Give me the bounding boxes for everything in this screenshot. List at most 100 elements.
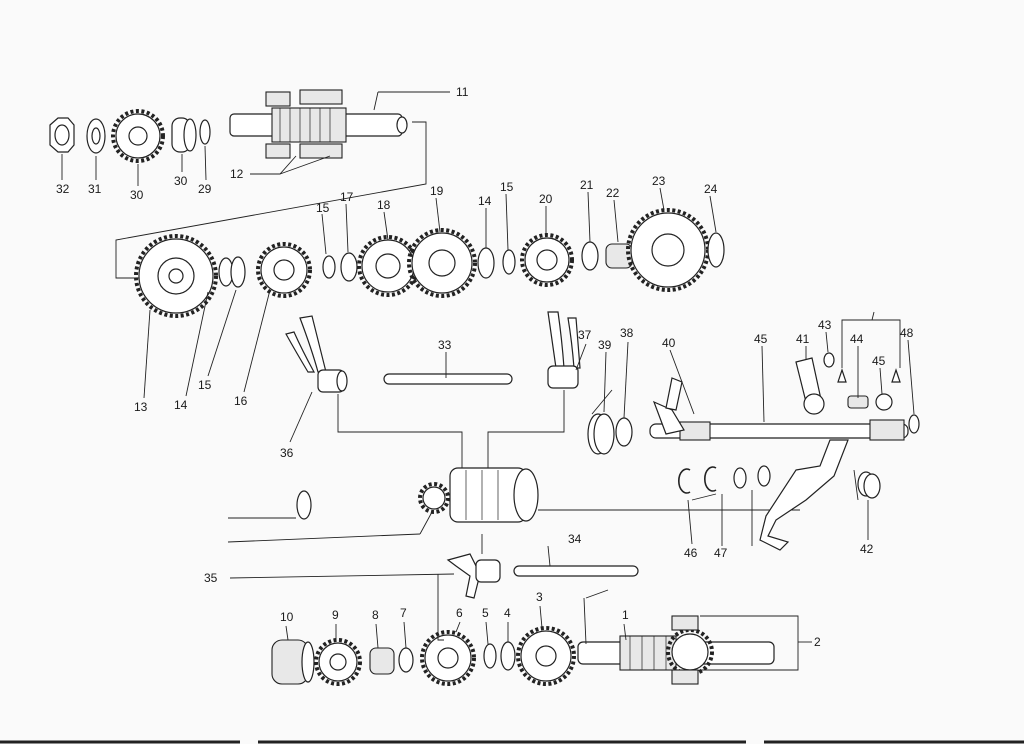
callout-29: 32 [56, 182, 70, 196]
gear-9 [314, 638, 362, 686]
callout-9: 9 [332, 608, 339, 622]
roller-41 [875, 393, 893, 411]
ring-39 [823, 352, 835, 368]
gear-10 [271, 639, 315, 685]
shift-fork-33 [547, 311, 565, 369]
callout-33: 37 [578, 328, 592, 342]
callout-1: 1 [622, 608, 629, 622]
callout-26: 30 [174, 174, 188, 188]
bearing-2a [671, 615, 699, 631]
callout-39: 43 [818, 318, 832, 332]
leader-lines [61, 91, 915, 671]
washer-34 [615, 417, 633, 447]
gearchange-shaft-42 [649, 377, 909, 441]
callout-37: 41 [796, 332, 810, 346]
callout-17: 17 [340, 190, 354, 204]
washer-21 [581, 241, 599, 271]
callout-14: 14 [174, 398, 188, 412]
callout-6: 6 [456, 606, 463, 620]
shift-rail-30-lower [513, 565, 639, 577]
washer-7 [398, 647, 414, 673]
callout-13: 13 [134, 400, 148, 414]
callout-18: 18 [377, 198, 391, 212]
gear-20 [520, 233, 574, 287]
gear-row [115, 121, 725, 318]
callout-30b: 34 [568, 532, 582, 546]
washer-47 [296, 490, 312, 520]
callout-2: 2 [814, 635, 821, 649]
callout-21: 21 [580, 178, 594, 192]
callout-34: 38 [620, 326, 634, 340]
output-shaft-group [49, 89, 408, 163]
callout-30: 33 [438, 338, 452, 352]
callout-23: 23 [652, 174, 666, 188]
callout-40: 44 [850, 332, 864, 346]
callout-22: 22 [606, 186, 620, 200]
callout-25: 29 [198, 182, 212, 196]
callout-20: 20 [539, 192, 553, 206]
callout-15b: 15 [316, 201, 330, 215]
circlip-43a [678, 468, 691, 494]
washer-45 [908, 414, 920, 434]
callout-7: 7 [400, 606, 407, 620]
washer-44 [733, 467, 747, 489]
callout-32: 36 [280, 446, 294, 460]
callout-38: 42 [860, 542, 874, 556]
input-shaft-1 [577, 628, 775, 676]
callout-8: 8 [372, 608, 379, 622]
callout-45: 48 [900, 326, 914, 340]
callout-16: 16 [234, 394, 248, 408]
ring-15c [502, 249, 516, 275]
callout-27: 30 [130, 188, 144, 202]
selector-arm [759, 439, 849, 551]
circlip-43b [704, 466, 717, 492]
ring-15b [322, 255, 336, 279]
callout-41: 45 [872, 354, 886, 368]
gear-18 [357, 235, 419, 297]
gear-19 [407, 228, 477, 298]
callout-15c: 15 [500, 180, 514, 194]
callout-10: 10 [280, 610, 294, 624]
callout-4: 4 [504, 606, 511, 620]
gear-13 [134, 234, 218, 318]
callout-44: 47 [714, 546, 728, 560]
selector-drum-46 [418, 467, 539, 523]
ring-25 [199, 119, 211, 145]
callout-19: 19 [430, 184, 444, 198]
callout-5: 5 [482, 606, 489, 620]
callout-labels: 11 12 32 31 30 30 29 13 14 15 16 15 17 1… [56, 85, 914, 649]
callout-14b: 14 [478, 194, 492, 208]
pin-48b [891, 368, 901, 383]
gear-3 [516, 626, 576, 686]
washer-24 [707, 232, 725, 268]
callout-43: 46 [684, 546, 698, 560]
washer-14 [477, 247, 495, 279]
ring-15 [230, 256, 246, 288]
callout-3: 3 [536, 590, 543, 604]
pin-48a [837, 368, 847, 383]
callout-35: 39 [598, 338, 612, 352]
gear-23 [626, 208, 710, 292]
output-shaft-11 [229, 107, 408, 143]
washer-17 [340, 252, 358, 282]
needle-bearings-12 [265, 89, 343, 159]
shift-rail-30-upper [383, 373, 513, 385]
callout-12: 12 [230, 167, 244, 181]
ring-5 [483, 643, 497, 669]
sprocket-27 [111, 109, 165, 163]
callout-28: 31 [88, 182, 102, 196]
callout-36: 40 [662, 336, 676, 350]
shift-fork-31 [446, 553, 481, 599]
bearing-2b [671, 669, 699, 685]
gear-6 [420, 630, 476, 686]
washer-4 [500, 641, 516, 671]
callout-15: 15 [198, 378, 212, 392]
callout-11: 11 [456, 85, 469, 99]
bearing-8 [369, 647, 395, 675]
washer-45b [757, 465, 771, 487]
spring-35 [587, 389, 615, 455]
input-shaft-group [271, 615, 775, 686]
gear-16 [256, 242, 312, 298]
callout-31: 35 [204, 571, 218, 585]
